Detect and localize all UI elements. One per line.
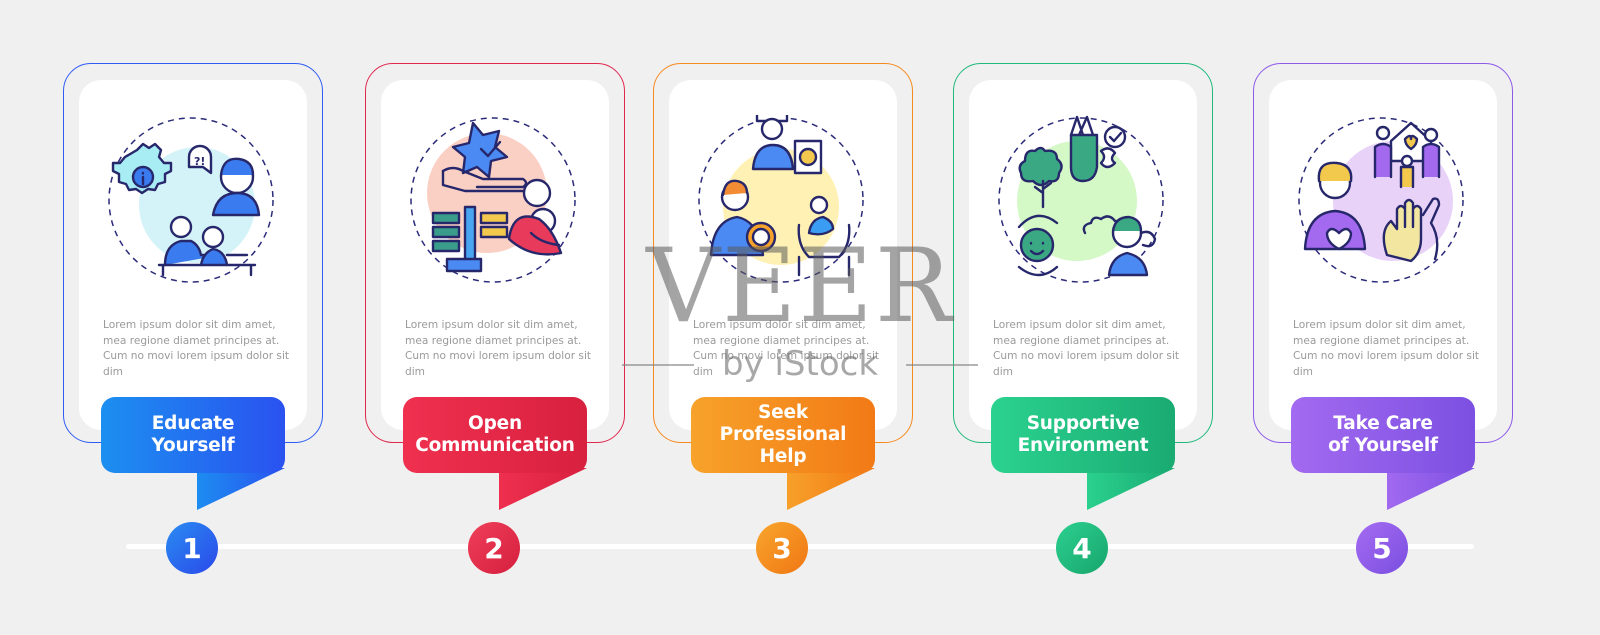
step-title: Supportive Environment — [1017, 413, 1149, 456]
bubble-tail — [193, 468, 285, 510]
step-description: Lorem ipsum dolor sit dim amet, mea regi… — [405, 319, 592, 378]
step-number-badge: 5 — [1356, 522, 1408, 574]
communication-icon — [410, 117, 576, 283]
step-title-bubble: Supportive Environment — [991, 397, 1175, 473]
step-title: Open Communication — [415, 413, 575, 456]
svg-text:?!: ?! — [194, 155, 205, 168]
step-title-bubble: Take Care of Yourself — [1291, 397, 1475, 473]
step-title-bubble: Seek Professional Help — [691, 397, 875, 473]
step-title-bubble: Open Communication — [403, 397, 587, 473]
step-number: 2 — [484, 531, 504, 565]
step-number-badge: 2 — [468, 522, 520, 574]
step-description: Lorem ipsum dolor sit dim amet, mea regi… — [993, 319, 1180, 378]
step-title-bubble: Educate Yourself — [101, 397, 285, 473]
step-number-badge: 3 — [756, 522, 808, 574]
step-5: Lorem ipsum dolor sit dim amet, mea regi… — [1253, 0, 1517, 635]
step-4: Lorem ipsum dolor sit dim amet, mea regi… — [953, 0, 1217, 635]
self-care-icon — [1298, 117, 1464, 283]
step-description: Lorem ipsum dolor sit dim amet, mea regi… — [1293, 319, 1480, 378]
step-number: 5 — [1372, 531, 1392, 565]
step-2: Lorem ipsum dolor sit dim amet, mea regi… — [365, 0, 629, 635]
step-number-badge: 4 — [1056, 522, 1108, 574]
bubble-tail — [495, 468, 587, 510]
step-title: Take Care of Yourself — [1328, 413, 1438, 456]
step-description: Lorem ipsum dolor sit dim amet, mea regi… — [693, 319, 880, 378]
education-icon: ?! — [108, 117, 274, 283]
step-3: Lorem ipsum dolor sit dim amet, mea regi… — [653, 0, 917, 635]
professional-help-icon — [698, 115, 864, 283]
step-number: 1 — [182, 531, 202, 565]
bubble-tail — [783, 468, 875, 510]
step-number: 4 — [1072, 531, 1092, 565]
step-title: Educate Yourself — [151, 413, 235, 456]
bubble-tail — [1383, 468, 1475, 510]
environment-icon — [998, 115, 1164, 283]
step-description: Lorem ipsum dolor sit dim amet, mea regi… — [103, 319, 290, 378]
bubble-tail — [1083, 468, 1175, 510]
step-title: Seek Professional Help — [719, 402, 847, 467]
step-1: ?! Lorem ipsum dolor sit dim amet, mea r… — [63, 0, 327, 635]
step-number: 3 — [772, 531, 792, 565]
step-number-badge: 1 — [166, 522, 218, 574]
